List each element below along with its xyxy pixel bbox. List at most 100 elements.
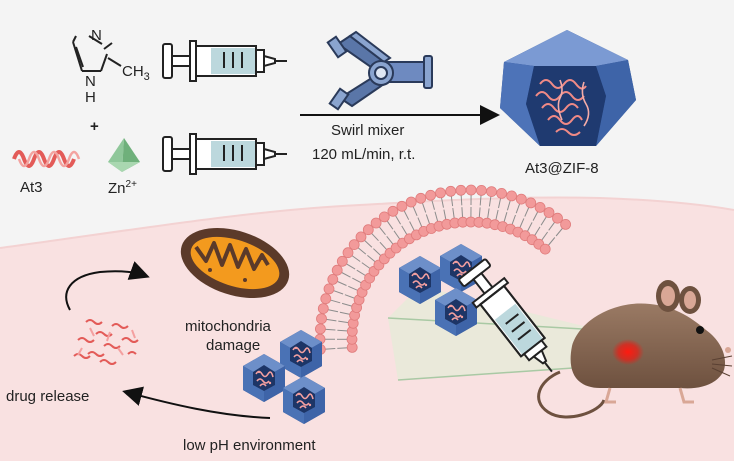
lipid-tail (329, 299, 341, 304)
lipid-tail (547, 237, 556, 247)
lipid-head (465, 184, 477, 196)
plus-sign: + (90, 118, 99, 135)
lipid-tail (348, 285, 359, 292)
at3-zif8-crystal-icon (500, 30, 636, 146)
lipid-head (317, 303, 329, 315)
zinc-tetrahedron-icon (108, 138, 140, 172)
swirl-mixer-icon (326, 30, 433, 111)
lipid-tail (532, 210, 539, 221)
peptide-label: At3 (20, 179, 43, 196)
methyl-label: CH3 (122, 63, 150, 83)
lipid-tail (393, 230, 401, 241)
product-label: At3@ZIF-8 (525, 160, 599, 177)
cycle-arrow-upper (65, 261, 150, 311)
lipid-tail (440, 196, 444, 208)
lipid-head (525, 197, 537, 209)
lipid-tail (555, 227, 564, 237)
lipid-tail (356, 269, 367, 277)
mitochondria-label: mitochondria (185, 318, 271, 335)
lipid-tail (378, 225, 386, 236)
lipid-tail (409, 221, 416, 232)
lipid-head (370, 217, 382, 229)
lipid-tail (540, 215, 548, 226)
peptide-helix-icon (12, 150, 81, 168)
lipid-tail (461, 207, 464, 219)
lipid-tail (337, 347, 349, 349)
conditions-label: 120 mL/min, r.t. (312, 146, 416, 163)
lipid-head (387, 205, 399, 217)
lipid-tail (503, 212, 508, 223)
lipid-tail (363, 239, 373, 248)
mitochondrion-icon (180, 227, 290, 299)
lipid-tail (450, 195, 454, 207)
lipid-tail (488, 195, 492, 207)
lipid-tail (332, 289, 344, 295)
lipid-head (323, 283, 335, 295)
lipid-tail (495, 209, 499, 221)
injection-syringe-icon (458, 258, 553, 373)
nitrogen-label-top: N (91, 27, 102, 44)
lipid-head (506, 190, 518, 202)
cycle-arrow-lower (122, 386, 271, 419)
lipid-tail (379, 241, 388, 251)
lipid-head (543, 207, 555, 218)
lipid-tail (460, 194, 463, 206)
imidazole-structure (72, 35, 122, 72)
lipid-head (316, 313, 327, 325)
lipid-head (425, 189, 437, 201)
lipid-tail (324, 328, 336, 331)
lipid-tail (515, 202, 521, 214)
lipid-head (435, 187, 446, 199)
lipid-tail (327, 309, 339, 313)
mixer-label: Swirl mixer (331, 122, 405, 139)
lipid-head (415, 192, 427, 204)
released-drug-fragments (73, 319, 139, 365)
lipid-tail (394, 214, 402, 225)
lipid-tail (337, 329, 349, 332)
lipid-head (534, 201, 546, 213)
lipid-head (396, 200, 408, 212)
lipid-tail (452, 208, 455, 220)
lipid-tail (401, 225, 408, 236)
mouse-icon (537, 280, 733, 419)
lipid-tail (356, 246, 367, 255)
lipid-tail (367, 255, 377, 263)
lipid-head (362, 224, 374, 236)
lipid-head (515, 193, 527, 205)
lipid-tail (325, 318, 337, 322)
lipid-head (348, 239, 360, 251)
lipid-tail (373, 248, 382, 257)
cell-cytoplasm (0, 197, 734, 461)
lipid-tail (403, 209, 410, 220)
lipid-head (496, 187, 508, 199)
lipid-tail (336, 280, 347, 286)
tumor-site (612, 339, 644, 365)
lipid-tail (370, 232, 379, 242)
lipid-tail (524, 206, 530, 217)
lipid-head (331, 264, 343, 276)
lipid-tail (540, 231, 549, 242)
lipid-head (539, 243, 551, 255)
lipid-head (552, 212, 563, 224)
lipid-tail (339, 311, 351, 315)
lipid-tail (548, 221, 556, 231)
lipid-head (327, 273, 339, 285)
lipid-tail (324, 348, 336, 350)
lipid-tail (361, 262, 372, 270)
lipid-tail (341, 302, 353, 307)
lipid-tail (417, 217, 423, 228)
drug-release-label: drug release (6, 388, 90, 405)
lipid-tail (431, 198, 435, 210)
lipid-tail (478, 207, 481, 219)
lipid-tail (386, 235, 394, 246)
lipid-tail (526, 222, 533, 233)
lipid-tail (338, 320, 350, 324)
lipid-tail (340, 271, 351, 278)
lipid-tail (443, 209, 447, 221)
lipid-tail (412, 205, 418, 216)
lipid-head (405, 196, 417, 208)
lipid-tail (479, 194, 482, 206)
hydrogen-label: H (85, 89, 96, 106)
